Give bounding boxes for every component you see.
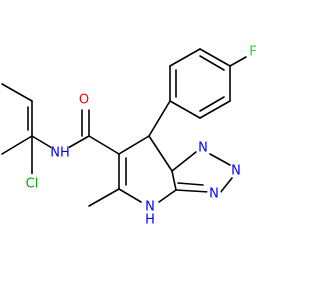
bond: [148, 100, 171, 137]
bond: [199, 55, 225, 71]
bond: [171, 151, 197, 172]
bond: [148, 135, 173, 172]
bond: [31, 135, 53, 149]
triazole-nitrogen-atom-2: N: [209, 187, 219, 202]
bond: [169, 100, 201, 119]
triazole-nitrogen-atom-1: N: [231, 164, 241, 179]
bond: [229, 56, 247, 67]
bond: [175, 189, 210, 193]
bridgehead-nitrogen-atom: N: [198, 141, 208, 156]
bond: [169, 48, 201, 67]
bond: [118, 135, 150, 155]
bond: [199, 96, 225, 112]
fluorine-atom: F: [249, 45, 256, 60]
bond: [171, 170, 177, 191]
chlorine-atom: Cl: [26, 177, 39, 192]
bond: [1, 83, 33, 102]
bond: [88, 188, 120, 207]
bond: [177, 182, 204, 186]
bond: [219, 177, 233, 194]
amide-nh-atom: NH: [50, 146, 70, 161]
bond: [199, 48, 231, 67]
bond: [1, 135, 33, 155]
bond-lines: [1, 48, 247, 207]
bond: [199, 100, 231, 119]
bond: [209, 153, 231, 166]
ring-nh-hydrogen-atom: H: [145, 213, 155, 228]
bond: [67, 135, 90, 149]
bond: [88, 135, 120, 155]
ring-nh-nitrogen-atom: N: [145, 200, 155, 215]
bond: [158, 189, 177, 203]
molecule-structure: O NH Cl F N N N N H: [1, 44, 260, 228]
oxygen-atom: O: [79, 93, 89, 108]
atom-labels: O NH Cl F N N N N H: [23, 45, 260, 228]
bond: [118, 188, 142, 203]
